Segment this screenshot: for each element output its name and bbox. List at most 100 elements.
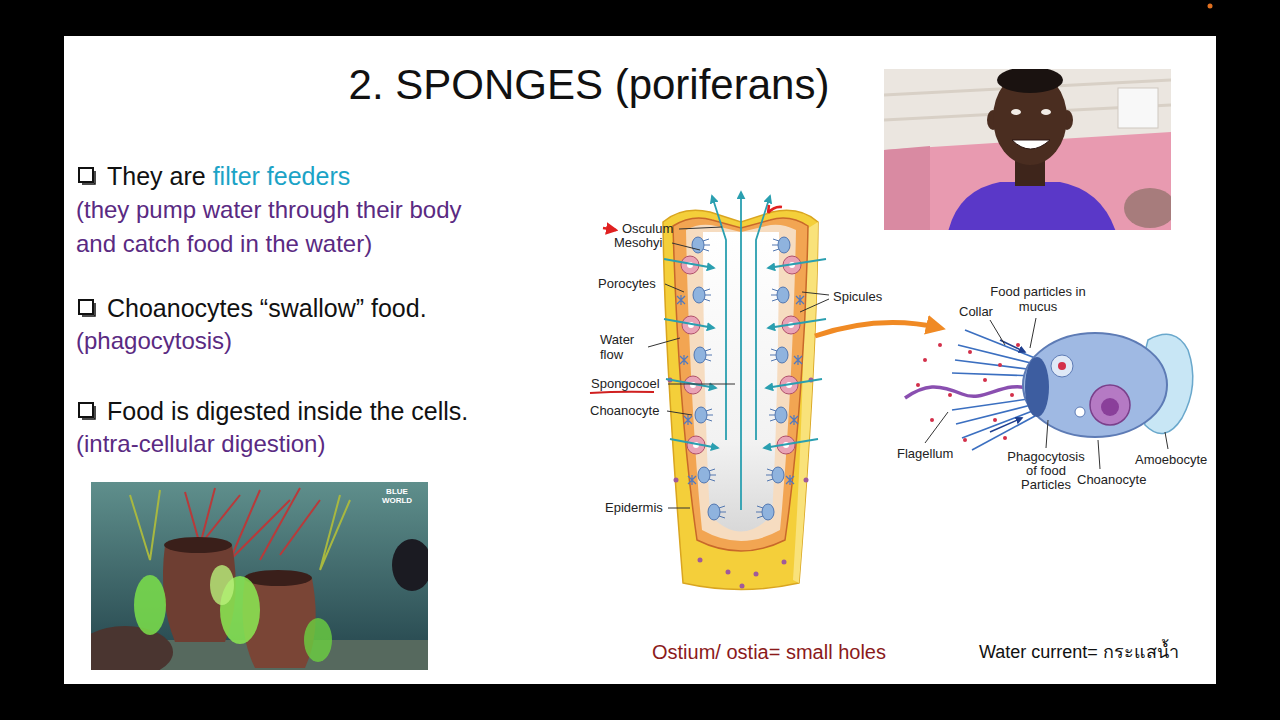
label-slot: They are xyxy=(107,161,206,191)
leader-line xyxy=(672,243,700,250)
microvillus xyxy=(965,330,1035,358)
purple-shirt xyxy=(948,182,1116,230)
slide-title: 2. SPONGES (poriferans) xyxy=(349,60,830,110)
label-slot: Food particles in mucus xyxy=(988,284,1088,314)
collar-base xyxy=(1025,357,1049,417)
outflow-arrow xyxy=(740,192,742,510)
cell-dot xyxy=(726,570,731,575)
leader-line xyxy=(925,412,948,443)
part-label: Water flow xyxy=(600,332,645,362)
leader-line xyxy=(668,384,735,385)
webcam-inset xyxy=(884,69,1171,230)
leader-line xyxy=(800,299,829,312)
label-slot: Ostium/ ostia= small holes xyxy=(652,640,886,664)
label-slot: Osculum xyxy=(622,221,673,237)
choanocyte-cell xyxy=(905,330,1193,450)
cell-dot xyxy=(698,558,703,563)
sponge-opening xyxy=(164,537,232,553)
inflow-arrow xyxy=(664,259,714,268)
leader-line xyxy=(990,320,1005,345)
hair xyxy=(997,69,1063,93)
food-particle xyxy=(948,393,952,397)
slide-background xyxy=(64,36,1216,684)
checkbox-shadow xyxy=(82,171,95,184)
leader-line xyxy=(679,227,722,229)
watermark: BLUE WORLD xyxy=(380,487,414,505)
part-label: Osculum xyxy=(622,221,673,237)
clothes xyxy=(1124,188,1171,228)
leader-line xyxy=(802,292,829,295)
sponge-opening xyxy=(244,570,312,586)
food-particle xyxy=(993,418,997,422)
sponge-section xyxy=(663,192,826,590)
label-slot: Water current= กระแสน้ำ xyxy=(979,642,1179,664)
inflow-arrow xyxy=(664,319,714,328)
leader-line xyxy=(667,411,692,415)
checkbox-bullet xyxy=(79,403,93,417)
cell-dot xyxy=(674,478,679,483)
microvillus xyxy=(952,398,1035,410)
flagellum xyxy=(905,387,1035,398)
cell-dot xyxy=(754,572,759,577)
leader-line xyxy=(648,338,680,347)
cell-dot xyxy=(740,584,745,589)
food-particle xyxy=(1010,393,1014,397)
label-slot: Mesohyi xyxy=(614,235,662,251)
part-label: Flagellum xyxy=(897,446,953,462)
inflow-arrow xyxy=(768,319,826,328)
title-slot: 2. SPONGES (poriferans) xyxy=(349,60,830,110)
vocabulary-note: Ostium/ ostia= small holes xyxy=(652,640,886,664)
fish xyxy=(392,539,428,591)
label-slot: BLUE WORLD xyxy=(380,487,414,505)
microvillus xyxy=(962,410,1035,438)
part-label: Amoebocyte xyxy=(1135,452,1207,468)
part-label: Phagocytosis of food Particles xyxy=(1003,450,1089,492)
rock-sponge xyxy=(91,626,173,670)
cell-dot xyxy=(782,560,787,565)
green-algae xyxy=(304,618,332,662)
pen-arrow xyxy=(603,228,616,230)
leader-line xyxy=(665,284,684,292)
inflow-arrow xyxy=(764,439,818,448)
sponge-photo xyxy=(91,482,428,670)
part-label: Spicules xyxy=(833,289,882,305)
leader-line xyxy=(668,508,690,509)
checkbox-bullet xyxy=(79,300,93,314)
microvillus xyxy=(952,373,1035,376)
food-vacuole xyxy=(1051,355,1073,377)
label-slot: Choanocyte xyxy=(1077,472,1146,488)
label-slot: Collar xyxy=(959,304,993,320)
outflow-arrow xyxy=(712,196,726,440)
leader-line xyxy=(1030,318,1036,348)
leader-line xyxy=(1098,440,1100,469)
label-slot: (intra-cellular digestion) xyxy=(76,430,325,459)
pen-arrow xyxy=(768,205,782,213)
pen-annotations xyxy=(590,205,782,393)
explanation-note: (phagocytosis) xyxy=(76,327,232,356)
food-particle xyxy=(1016,343,1020,347)
food-flow-arrow xyxy=(1000,340,1025,352)
bullet-text: Choanocytes “swallow” food. xyxy=(107,293,427,323)
checkbox-shadow xyxy=(82,406,95,419)
sea-whip xyxy=(130,490,350,570)
food-particle xyxy=(916,383,920,387)
pen-underline xyxy=(590,392,654,393)
part-label: Porocytes xyxy=(598,276,656,292)
explanation-note: (intra-cellular digestion) xyxy=(76,430,325,459)
food-vacuole xyxy=(1075,407,1085,417)
inflow-arrow xyxy=(670,439,718,448)
label-slot: Porocytes xyxy=(598,276,656,292)
green-algae xyxy=(134,575,166,635)
part-label: Spongocoel xyxy=(591,376,660,392)
label-slot: Flagellum xyxy=(897,446,953,462)
label-slot: Spongocoel xyxy=(591,376,660,392)
cell-body xyxy=(1023,333,1167,437)
keyword: filter feeders xyxy=(213,161,351,191)
leader-line xyxy=(1165,432,1168,449)
inflow-arrow xyxy=(768,259,826,268)
checkbox-bullet xyxy=(79,168,93,182)
bullet-text: Food is digested inside the cells. xyxy=(107,396,468,426)
label-slot: (phagocytosis) xyxy=(76,327,232,356)
